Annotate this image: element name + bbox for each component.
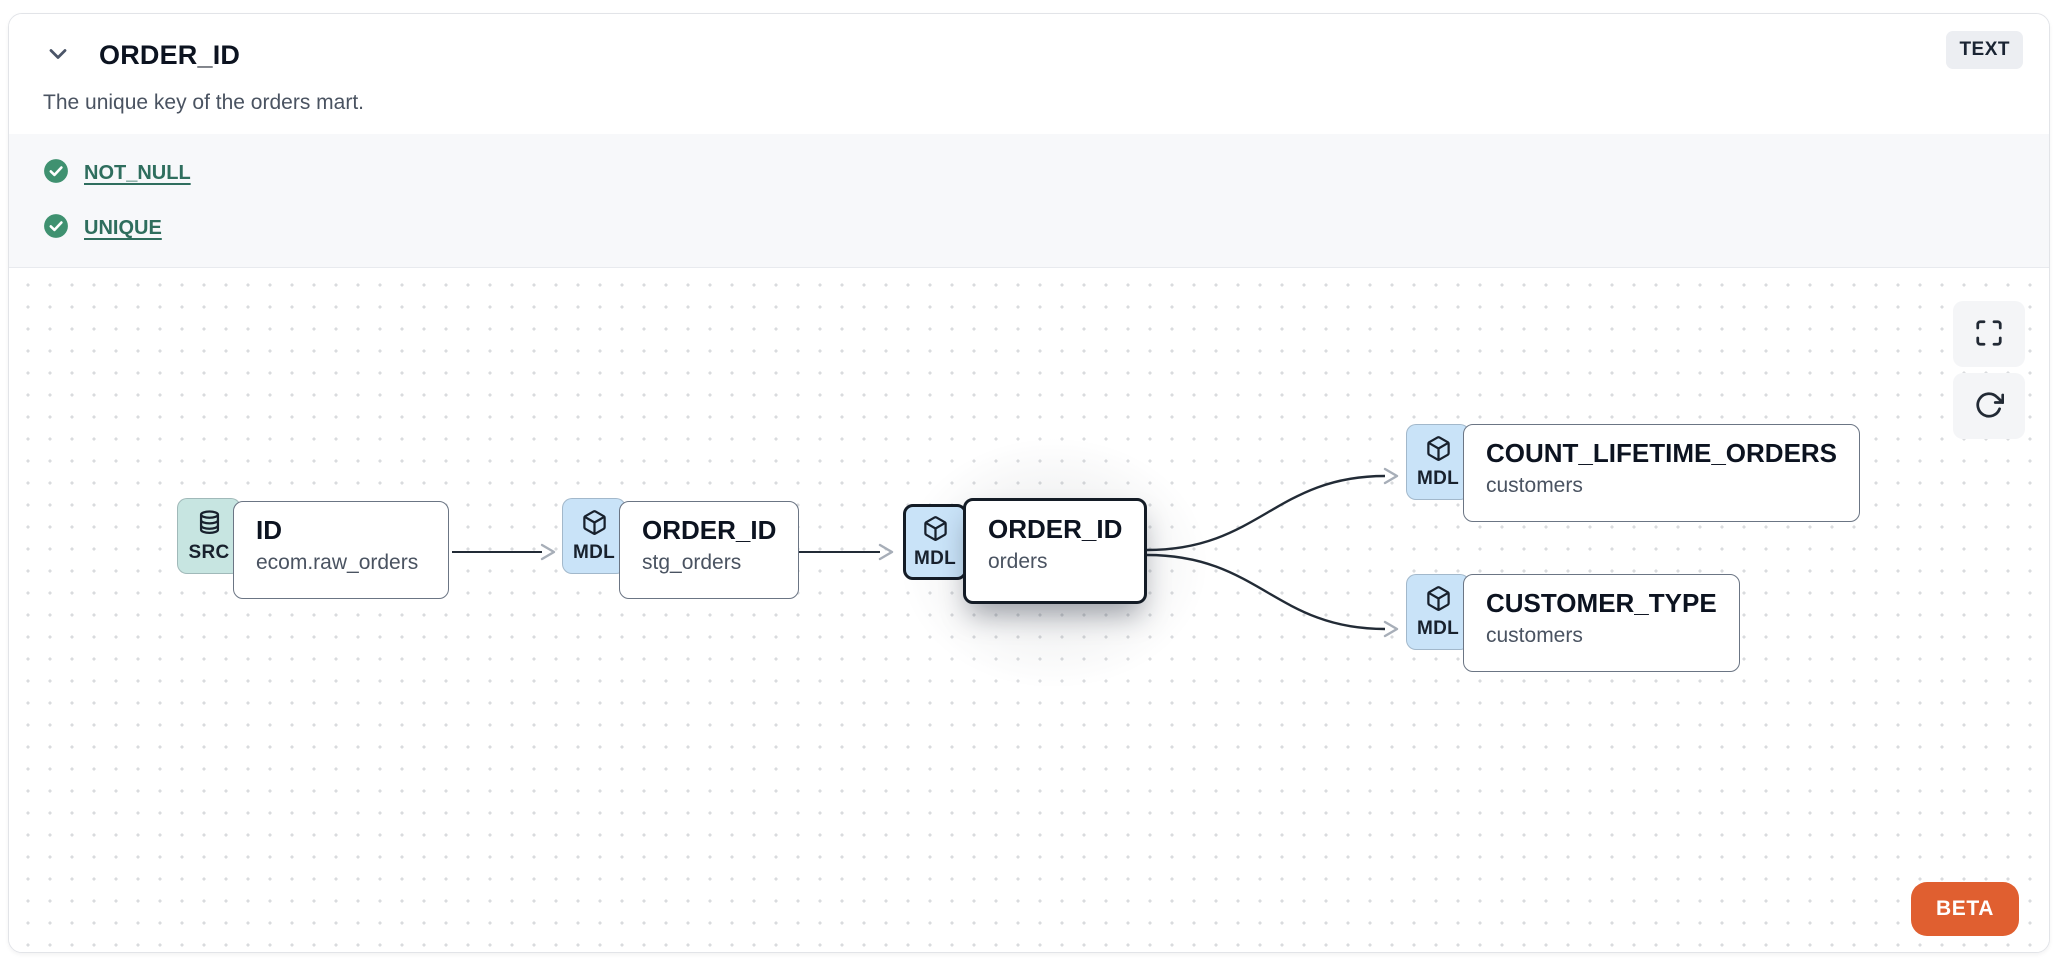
refresh-button[interactable] [1953, 373, 2025, 439]
test-link-unique[interactable]: UNIQUE [84, 216, 162, 239]
column-type-badge: TEXT [1946, 31, 2023, 69]
graph-controls [1953, 301, 2025, 439]
chevron-down-icon [44, 40, 72, 71]
cube-icon [1425, 435, 1452, 467]
node-badge-mdl: MDL [1406, 574, 1470, 650]
cube-icon [581, 509, 608, 541]
cube-icon [1425, 585, 1452, 617]
cube-icon [922, 515, 949, 547]
node-badge-label: MDL [1416, 467, 1460, 489]
test-row: UNIQUE [43, 213, 2015, 244]
node-title: ORDER_ID [988, 514, 1123, 544]
database-icon [196, 509, 223, 541]
node-badge-label: SRC [188, 541, 230, 563]
lineage-node-source-id[interactable]: SRC ID ecom.raw_orders [177, 498, 449, 599]
node-title: ORDER_ID [642, 515, 777, 545]
node-title: ID [256, 515, 282, 545]
node-badge-label: MDL [572, 541, 616, 563]
fullscreen-button[interactable] [1953, 301, 2025, 367]
tests-section: NOT_NULL UNIQUE [9, 134, 2049, 268]
node-subtitle: stg_orders [642, 551, 742, 574]
check-circle-icon [43, 158, 69, 189]
header: ORDER_ID TEXT The unique key of the orde… [9, 14, 2049, 134]
check-circle-icon [43, 213, 69, 244]
node-card: ORDER_ID stg_orders [619, 501, 800, 599]
column-title: ORDER_ID [99, 40, 241, 70]
node-badge-label: MDL [1416, 617, 1460, 639]
column-description: The unique key of the orders mart. [43, 91, 364, 114]
node-subtitle: ecom.raw_orders [256, 551, 419, 574]
node-card: COUNT_LIFETIME_ORDERS customers [1463, 424, 1861, 522]
test-row: NOT_NULL [43, 158, 2015, 189]
node-card: ID ecom.raw_orders [233, 501, 449, 599]
test-link-not-null[interactable]: NOT_NULL [84, 161, 191, 184]
node-subtitle: orders [988, 550, 1048, 573]
maximize-icon [1974, 318, 2004, 351]
lineage-node-orders-order-id-selected[interactable]: MDL ORDER_ID orders [903, 498, 1148, 604]
lineage-node-stg-order-id[interactable]: MDL ORDER_ID stg_orders [562, 498, 800, 599]
node-title: COUNT_LIFETIME_ORDERS [1486, 438, 1838, 468]
lineage-canvas[interactable]: SRC ID ecom.raw_orders MDL ORDE [9, 268, 2049, 952]
column-detail-panel: ORDER_ID TEXT The unique key of the orde… [8, 13, 2050, 953]
node-card: CUSTOMER_TYPE customers [1463, 574, 1740, 672]
lineage-node-customer-type[interactable]: MDL CUSTOMER_TYPE customers [1406, 574, 1740, 672]
node-card: ORDER_ID orders [963, 498, 1148, 604]
lineage-edges [452, 467, 1399, 638]
node-badge-mdl: MDL [903, 504, 967, 580]
node-subtitle: customers [1486, 624, 1583, 647]
lineage-node-count-lifetime-orders[interactable]: MDL COUNT_LIFETIME_ORDERS customers [1406, 424, 1861, 522]
node-badge-mdl: MDL [1406, 424, 1470, 500]
node-title: CUSTOMER_TYPE [1486, 588, 1717, 618]
node-subtitle: customers [1486, 474, 1583, 497]
node-badge-label: MDL [913, 547, 957, 569]
node-badge-mdl: MDL [562, 498, 626, 574]
refresh-icon [1974, 390, 2005, 423]
node-badge-src: SRC [177, 498, 241, 574]
collapse-chevron-button[interactable] [43, 41, 73, 71]
beta-badge: BETA [1910, 882, 2019, 936]
